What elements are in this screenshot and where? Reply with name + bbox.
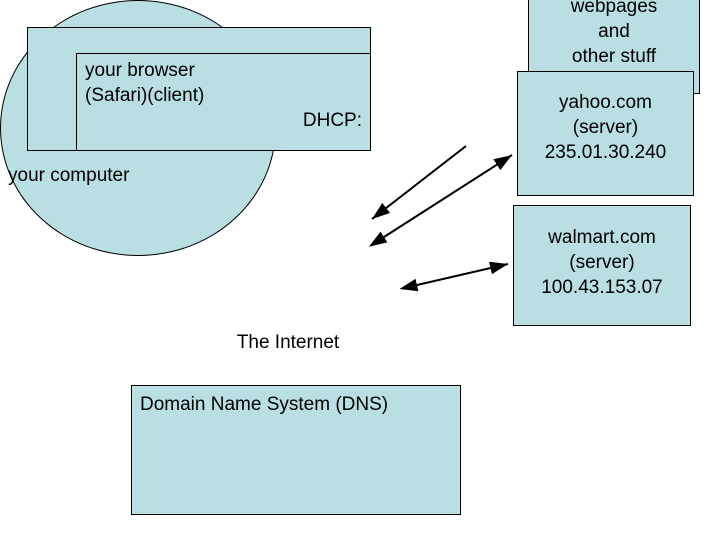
webpages-line2: and [598, 21, 630, 42]
dhcp-label: DHCP: [302, 110, 362, 131]
yahoo-name: yahoo.com [559, 92, 652, 113]
connector-dhcp-to-internet [371, 145, 467, 220]
webpages-line3: other stuff [571, 46, 657, 67]
webpages-box: webpages and other stuff [528, 0, 700, 94]
walmart-ip: 100.43.153.07 [541, 277, 663, 298]
walmart-name: walmart.com [548, 227, 656, 248]
dns-box: Domain Name System (DNS) [131, 385, 461, 515]
browser-box: your browser (Safari)(client) DHCP: [76, 53, 371, 151]
walmart-role: (server) [569, 252, 635, 273]
dns-label: Domain Name System (DNS) [140, 394, 389, 415]
browser-label-line1: your browser [85, 60, 195, 81]
internet-label: The Internet [236, 332, 340, 353]
connector-internet-to-yahoo [368, 154, 513, 247]
webpages-line1: webpages [570, 0, 658, 17]
connector-internet-to-walmart [399, 261, 509, 292]
browser-label-line2: (Safari)(client) [85, 85, 205, 106]
yahoo-server-box: yahoo.com (server) 235.01.30.240 [517, 71, 694, 196]
walmart-server-box: walmart.com (server) 100.43.153.07 [513, 205, 691, 326]
yahoo-role: (server) [572, 117, 639, 138]
your-computer-label: your computer [8, 165, 130, 186]
yahoo-ip: 235.01.30.240 [544, 142, 667, 163]
